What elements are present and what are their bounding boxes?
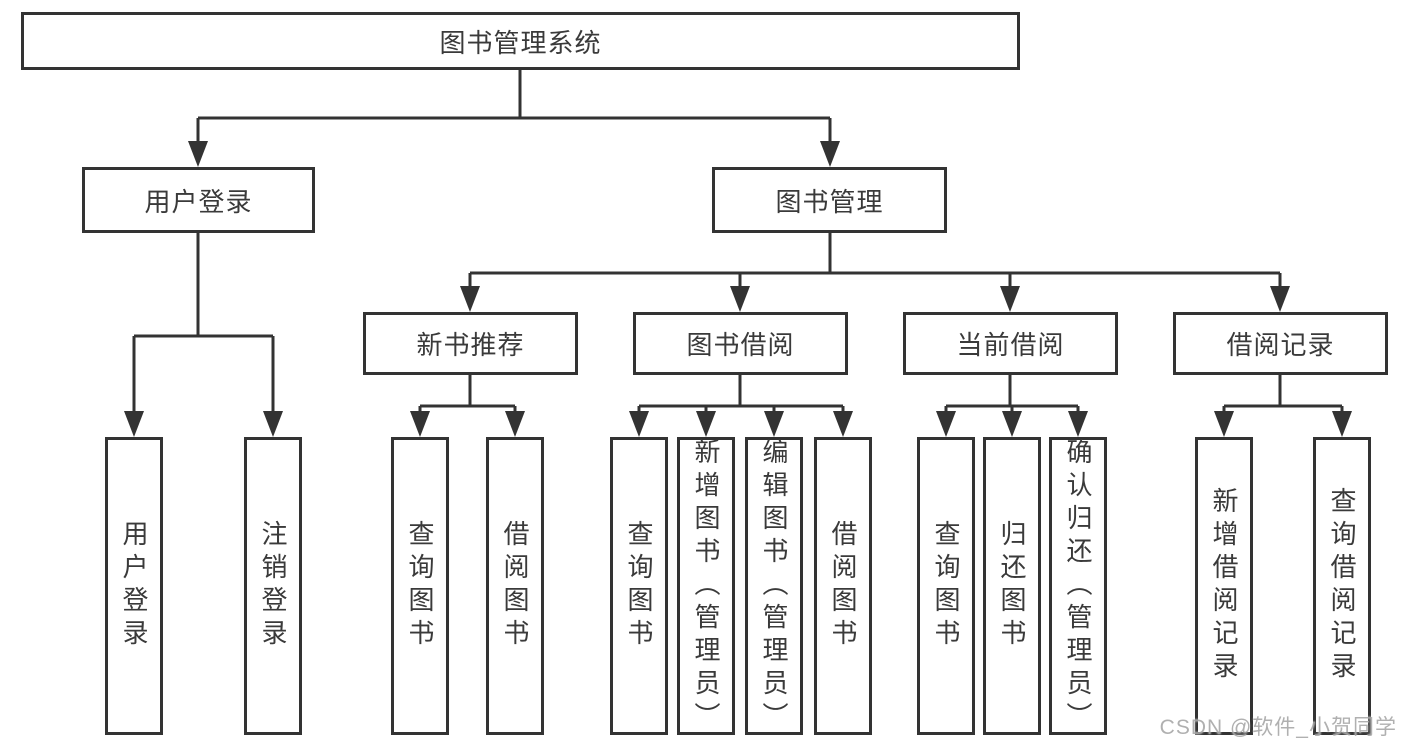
leaf-borrow-books-2: 借阅图书 bbox=[814, 437, 872, 735]
leaf-confirm-return-admin-label: 确认归还（管理员） bbox=[1063, 437, 1093, 735]
connector-root-to-level2 bbox=[188, 70, 840, 167]
leaf-add-book-admin-label: 新增图书（管理员） bbox=[691, 437, 721, 735]
connector-book-borrow-children bbox=[629, 375, 853, 437]
leaf-add-borrow-record-label: 新增借阅记录 bbox=[1209, 487, 1239, 685]
leaf-borrow-books-1-label: 借阅图书 bbox=[500, 520, 530, 652]
leaf-query-books-3: 查询图书 bbox=[917, 437, 975, 735]
leaf-add-borrow-record: 新增借阅记录 bbox=[1195, 437, 1253, 735]
leaf-logout-label: 注销登录 bbox=[258, 520, 288, 652]
leaf-query-borrow-record: 查询借阅记录 bbox=[1313, 437, 1371, 735]
node-borrow-records: 借阅记录 bbox=[1173, 312, 1388, 375]
node-book-borrow: 图书借阅 bbox=[633, 312, 848, 375]
leaf-borrow-books-2-label: 借阅图书 bbox=[828, 520, 858, 652]
leaf-return-books-label: 归还图书 bbox=[997, 520, 1027, 652]
leaf-query-books-2-label: 查询图书 bbox=[624, 520, 654, 652]
leaf-query-books-1-label: 查询图书 bbox=[405, 520, 435, 652]
leaf-query-books-1: 查询图书 bbox=[391, 437, 449, 735]
node-user-login: 用户登录 bbox=[82, 167, 315, 233]
leaf-borrow-books-1: 借阅图书 bbox=[486, 437, 544, 735]
leaf-user-login: 用户登录 bbox=[105, 437, 163, 735]
node-new-book-rec: 新书推荐 bbox=[363, 312, 578, 375]
connector-current-borrow-children bbox=[936, 375, 1088, 437]
node-root: 图书管理系统 bbox=[21, 12, 1020, 70]
connector-borrow-records-children bbox=[1214, 375, 1352, 437]
leaf-logout: 注销登录 bbox=[244, 437, 302, 735]
connector-new-book-children bbox=[410, 375, 525, 437]
leaf-return-books: 归还图书 bbox=[983, 437, 1041, 735]
connector-book-mgmt-to-level3 bbox=[460, 233, 1290, 312]
node-book-mgmt: 图书管理 bbox=[712, 167, 947, 233]
leaf-user-login-label: 用户登录 bbox=[119, 520, 149, 652]
leaf-query-borrow-record-label: 查询借阅记录 bbox=[1327, 487, 1357, 685]
leaf-add-book-admin: 新增图书（管理员） bbox=[677, 437, 735, 735]
leaf-edit-book-admin-label: 编辑图书（管理员） bbox=[759, 437, 789, 735]
connector-user-login-children bbox=[124, 233, 283, 437]
leaf-query-books-2: 查询图书 bbox=[610, 437, 668, 735]
leaf-query-books-3-label: 查询图书 bbox=[931, 520, 961, 652]
leaf-confirm-return-admin: 确认归还（管理员） bbox=[1049, 437, 1107, 735]
csdn-watermark: CSDN @软件_小贺同学 bbox=[1159, 716, 1397, 739]
leaf-edit-book-admin: 编辑图书（管理员） bbox=[745, 437, 803, 735]
node-current-borrow: 当前借阅 bbox=[903, 312, 1118, 375]
